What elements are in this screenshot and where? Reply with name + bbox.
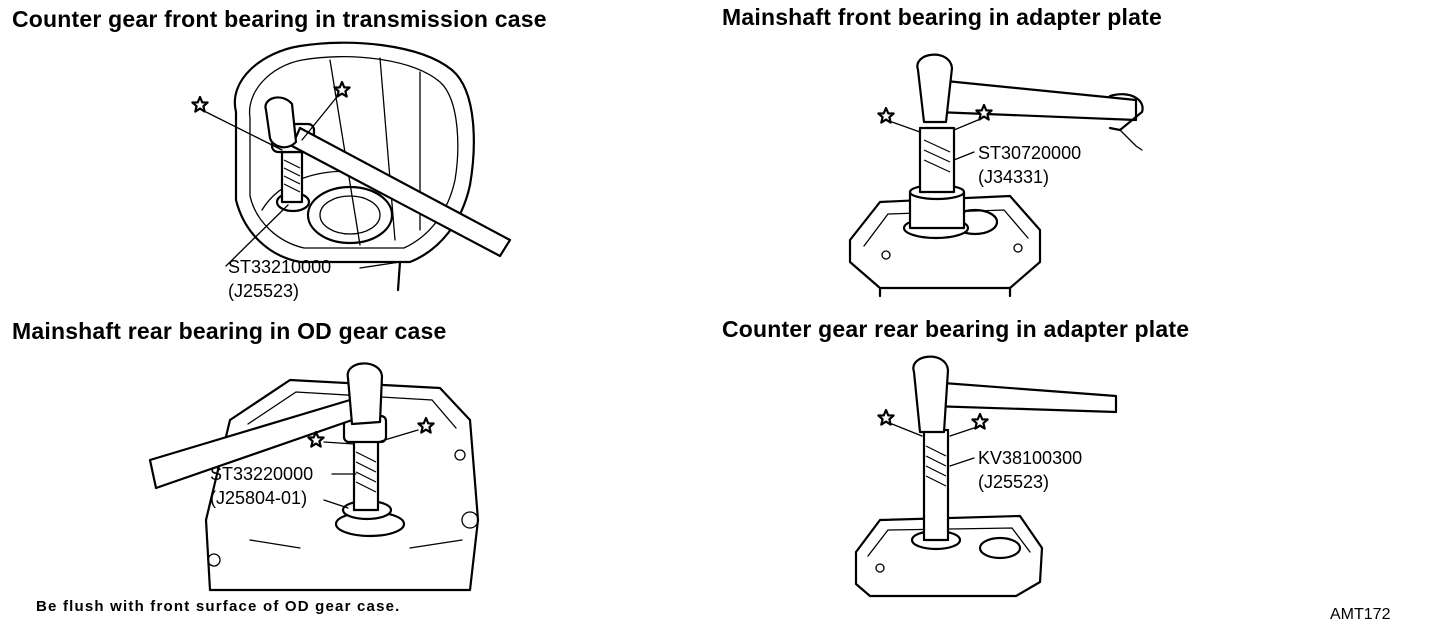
figure-code: AMT172 bbox=[1330, 606, 1391, 623]
tool-alt-code: (J25523) bbox=[228, 281, 300, 301]
tool-alt-code: (J34331) bbox=[978, 167, 1050, 187]
tool-code: ST30720000 bbox=[978, 143, 1082, 163]
star-icon bbox=[417, 416, 435, 434]
star-icon bbox=[191, 95, 209, 113]
panel-title-counter-gear-rear: Counter gear rear bearing in adapter pla… bbox=[722, 316, 1190, 342]
hammer-panel1 bbox=[264, 96, 512, 258]
tool-code: ST33220000 bbox=[210, 464, 314, 484]
star-icon bbox=[877, 106, 895, 124]
tool-label-panel2: ST30720000 (J34331) bbox=[978, 141, 1081, 189]
tool-alt-code: (J25804-01) bbox=[210, 488, 308, 508]
drift-tool-kv38100300 bbox=[910, 428, 962, 551]
star-icon bbox=[971, 412, 989, 430]
panel-title-mainshaft-rear: Mainshaft rear bearing in OD gear case bbox=[12, 318, 447, 344]
hammer-panel4 bbox=[912, 355, 1118, 434]
star-icon bbox=[333, 80, 351, 98]
flush-note: Be flush with front surface of OD gear c… bbox=[36, 598, 401, 615]
tool-label-panel4: KV38100300 (J25523) bbox=[978, 446, 1082, 494]
drift-tool-st30720000 bbox=[902, 126, 970, 240]
panel-title-counter-gear-front: Counter gear front bearing in transmissi… bbox=[12, 6, 547, 32]
panel-title-mainshaft-front: Mainshaft front bearing in adapter plate bbox=[722, 4, 1162, 30]
tool-alt-code: (J25523) bbox=[978, 472, 1050, 492]
star-icon bbox=[877, 408, 895, 426]
hammer-panel3 bbox=[148, 362, 384, 490]
drift-tool-st33220000 bbox=[341, 414, 393, 521]
tool-label-panel3: ST33220000 (J25804-01) bbox=[210, 462, 313, 510]
tool-code: KV38100300 bbox=[978, 448, 1083, 468]
